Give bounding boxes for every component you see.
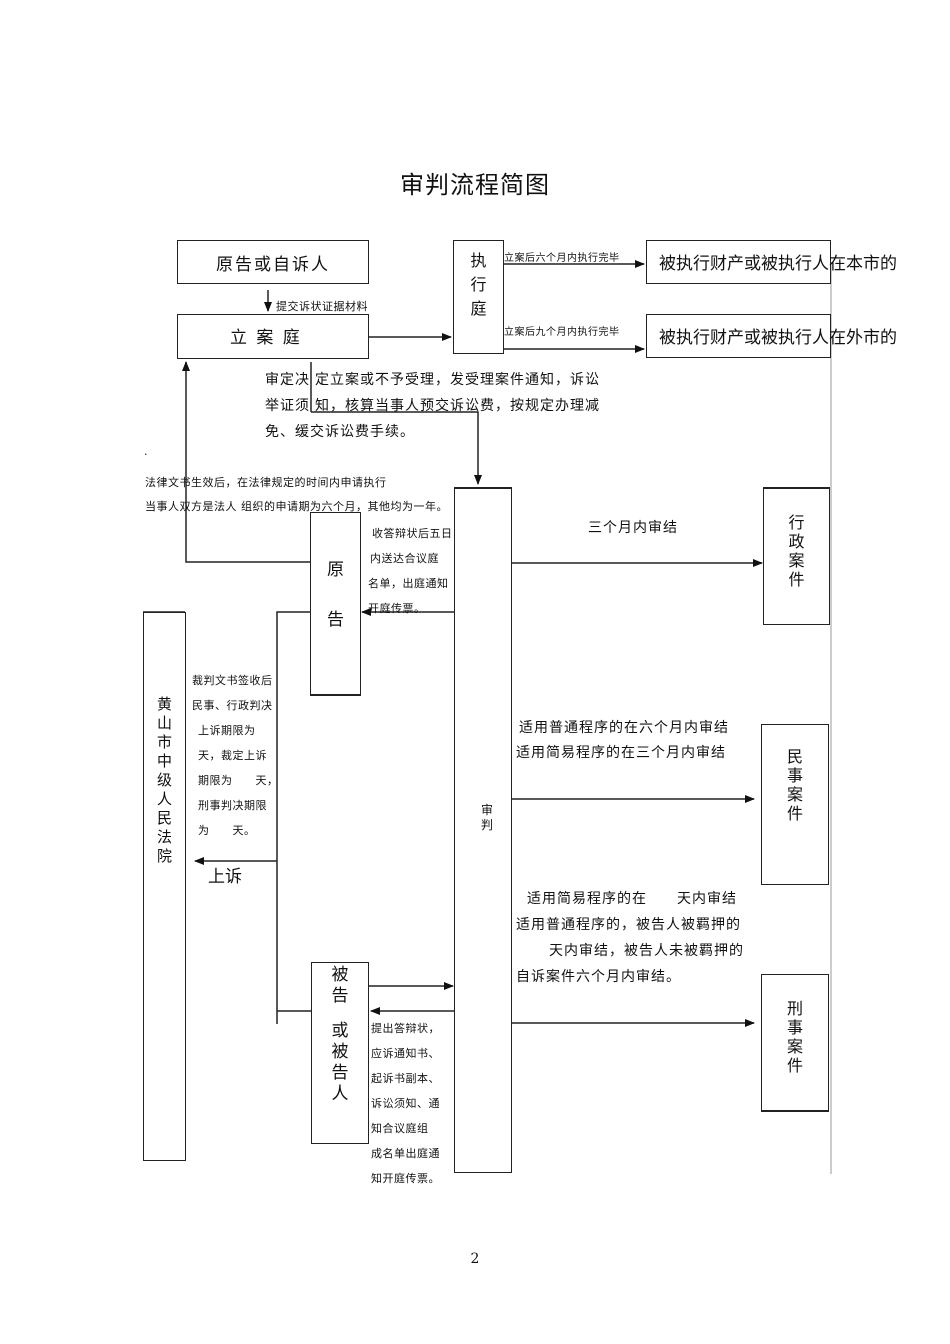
node-char: 件 [786,1056,803,1075]
node-char: 事 [786,1018,803,1037]
node-exec-local[interactable]: 被执行财产或被执行人在本市的 [646,240,897,284]
label-admin-deadline: 三个月内审结 [588,520,678,536]
node-criminal-case[interactable]: 刑 事 案 件 [761,974,829,1112]
label-plaintiff-notice: 收答辩状后五日 内送达合议庭 名单，出庭通知 开庭传票。 [368,527,453,615]
node-char: 告 [331,1063,349,1083]
node-exec-outside[interactable]: 被执行财产或被执行人在外市的 [646,314,897,358]
label-criminal-deadline: 适用简易程序的在 天内审结 适用普通程序的，被告人被羁押的 天内审结，被告人未被… [516,891,744,985]
node-admin-case[interactable]: 行 政 案 件 [763,487,830,625]
node-execution-court[interactable]: 执 行 庭 [453,240,504,354]
node-label: 被执行财产或被执行人在外市的 [659,328,897,348]
node-char: 院 [156,847,172,865]
node-char: 事 [786,766,803,785]
node-char: 案 [786,1037,803,1056]
page-title: 审判流程简图 [400,171,550,199]
node-char: 判 [481,818,494,832]
label-appeal: 上诉 [208,867,242,887]
node-plaintiff-or-private-prosecutor[interactable]: 原告或自诉人 [177,240,369,284]
node-char: 中 [156,752,172,770]
node-filing-court[interactable]: 立 案 庭 [177,314,369,359]
node-char: 山 [156,714,172,732]
node-char: 法 [156,828,172,846]
label-apply-execution-2: 当事人双方是法人 组织的申请期为六个月，其他均为一年。 [145,500,448,513]
node-defendant[interactable]: 被 告 或 被 告 人 [311,962,369,1144]
node-char: 人 [331,1084,349,1104]
node-label: 被执行财产或被执行人在本市的 [659,254,897,274]
page-number: 2 [470,1251,480,1267]
node-char: 级 [156,771,172,789]
node-char: 市 [156,733,172,751]
node-label: 立 案 庭 [230,328,302,348]
node-char: 行 [788,513,805,532]
node-char: 告 [327,610,344,630]
label-filing-review-right: 定立案或不予受理，发受理案件通知，诉讼 知，核算当事人预交诉讼费，按规定办理减 [315,372,600,414]
node-char: 件 [786,804,803,823]
node-char: 被 [331,1042,349,1062]
label-submit-materials: 提交诉状证据材料 [276,300,368,313]
node-char: 刑 [786,999,803,1018]
label-filing-review-last: 免、缓交诉讼费手续。 [265,424,415,440]
node-char: 庭 [470,299,487,318]
node-char: 人 [156,790,172,808]
node-char: 案 [786,785,803,804]
node-char: 案 [788,551,805,570]
node-char: 告 [331,986,349,1006]
label-civil-deadline-1: 适用普通程序的在六个月内审结 [519,720,729,736]
node-char: 原 [327,560,344,580]
node-char: 或 [331,1021,349,1041]
node-char: 被 [331,965,349,985]
node-char: 黄 [156,695,172,713]
label-defendant-notice: 提出答辩状， 应诉通知书、 起诉书副本、 诉讼须知、通 知合议庭组 成名单出庭通… [371,1022,440,1185]
label-exec-nine-months: 立案后九个月内执行完毕 [504,327,620,338]
node-char: 件 [788,570,805,589]
node-label: 原告或自诉人 [216,254,330,275]
label-exec-six-months: 立案后六个月内执行完毕 [504,253,620,264]
node-intermediate-court[interactable]: 黄 山 市 中 级 人 民 法 院 [143,612,186,1161]
node-trial[interactable]: 审 判 [454,487,512,1173]
node-char: 执 [470,251,487,270]
plaintiff-appeal-line [276,611,310,1024]
arrow-filing-to-trial [311,411,482,485]
label-civil-deadline-2: 适用简易程序的在三个月内审结 [516,745,726,761]
label-apply-execution-1: 法律文书生效后，在法律规定的时间内申请执行 [145,476,387,489]
label-filing-review-left: 审定决 举证须 [265,372,310,414]
node-char: 政 [788,532,805,551]
arrow-return-to-filing [182,361,310,563]
node-plaintiff[interactable]: 原 告 [310,512,361,696]
node-char: 审 [481,803,494,817]
label-dot: · [144,448,148,461]
node-char: 行 [470,275,487,294]
node-char: 民 [156,809,172,827]
label-appeal-period: 裁判文书签收后 民事、行政判决 上诉期限为 天，裁定上诉 期限为 天， 刑事判决… [192,674,279,837]
node-char: 民 [786,747,803,766]
node-civil-case[interactable]: 民 事 案 件 [761,724,829,885]
